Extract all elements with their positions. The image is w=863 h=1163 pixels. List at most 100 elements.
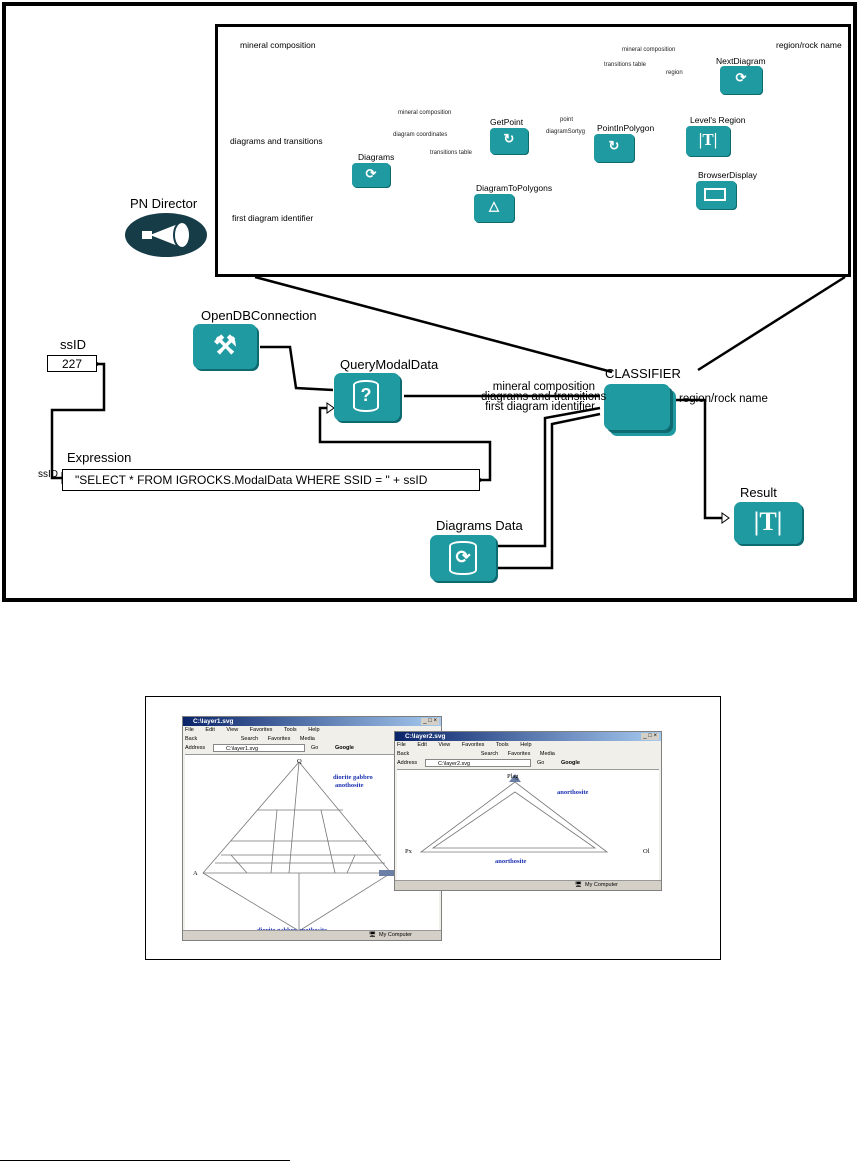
menu-favorites[interactable]: Favorites (461, 742, 485, 748)
browser-window-icon (704, 188, 726, 201)
window-controls[interactable]: _ □ × (641, 733, 659, 740)
text-display-icon: |T| (698, 130, 718, 149)
browser-screenshots-figure (145, 696, 721, 960)
database-refresh-icon: ⟳ (449, 541, 477, 575)
google-toolbar[interactable]: Google (561, 760, 580, 766)
result-label-bottom: anorthosite (495, 858, 527, 865)
inset-actor-label-diagrams: Diagrams (358, 152, 395, 162)
favorites-button[interactable]: Favorites (507, 751, 531, 757)
result-label-top: diorite gabbro (333, 774, 373, 781)
media-button[interactable]: Media (539, 751, 555, 757)
wire-label-mineral-composition-2: mineral composition (622, 47, 676, 53)
menu-tools[interactable]: Tools (283, 727, 297, 733)
svg-viewport (397, 769, 659, 882)
inset-actor-pointinpolygon[interactable]: ↻ (594, 134, 634, 162)
vertex-ol-label: Ol (643, 848, 650, 855)
wrench-database-icon: ⚒ (213, 330, 237, 360)
back-button[interactable]: Back (397, 751, 410, 757)
toolbar: Back Search Favorites Media (185, 736, 315, 742)
inset-actor-label-pointinpolygon: PointInPolygon (597, 123, 655, 133)
actor-classifier[interactable] (604, 384, 670, 430)
callout-line-left (254, 275, 613, 374)
inset-actor-diagrams[interactable]: ⟳ (352, 163, 390, 187)
inset-input-label-2: diagrams and transitions (230, 136, 323, 146)
actor-opendbconnection[interactable]: ⚒ (193, 324, 257, 369)
menu-tools[interactable]: Tools (495, 742, 509, 748)
actor-diagrams-data[interactable]: ⟳ (430, 535, 496, 581)
wire-opendb-query (260, 345, 334, 392)
menu-view[interactable]: View (438, 742, 451, 748)
address-label: Address (397, 760, 418, 766)
actor-label-result: Result (740, 485, 777, 500)
database-icon: ⟳ (365, 166, 377, 181)
search-button[interactable]: Search (240, 736, 259, 742)
refresh-icon: ↻ (608, 138, 620, 153)
browser-window-layer2[interactable]: C:\layer2.svg _ □ × File Edit View Favor… (394, 731, 662, 891)
inset-actor-diagramtopolygons[interactable]: △ (474, 194, 514, 222)
inset-actor-label-nextdiagram: NextDiagram (716, 56, 766, 66)
wire-label-point: point (560, 117, 574, 123)
menu-favorites[interactable]: Favorites (249, 727, 273, 733)
address-input[interactable]: C:\layer2.svg (425, 759, 531, 767)
actor-querymodaldata[interactable]: ? (334, 373, 400, 421)
back-button[interactable]: Back (185, 736, 198, 742)
actor-result[interactable]: |T| (734, 502, 802, 544)
inset-input-label-3: first diagram identifier (232, 213, 314, 223)
status-zone: My Computer (379, 932, 413, 938)
inset-actor-levels-region[interactable]: |T| (686, 126, 730, 156)
wire-diagramsdata-classifier-2 (498, 412, 601, 570)
refresh-icon: ↻ (503, 131, 515, 146)
media-button[interactable]: Media (299, 736, 315, 742)
status-zone: My Computer (585, 882, 619, 888)
window-controls[interactable]: _ □ × (421, 718, 439, 725)
actor-label-classifier: CLASSIFIER (605, 366, 681, 381)
plag-px-ol-diagram (419, 774, 609, 853)
expression-label: Expression (67, 450, 132, 465)
vertex-px-label: Px (405, 848, 412, 855)
pn-director-icon[interactable] (124, 212, 208, 258)
highlighted-region-marker (379, 870, 391, 876)
inset-actor-label-diagramtopolygons: DiagramToPolygons (476, 183, 553, 193)
wire-label-transitions-table-2: transitions table (604, 62, 647, 68)
menu-bar: File Edit View Favorites Tools Help (397, 742, 542, 748)
expression-box[interactable]: "SELECT * FROM IGROCKS.ModalData WHERE S… (62, 469, 480, 491)
result-label-top-2: anothosite (335, 782, 364, 789)
classifier-port-diagrams-transitions: diagrams and transitions (481, 391, 607, 403)
menu-file[interactable]: File (185, 727, 194, 733)
menu-file[interactable]: File (397, 742, 406, 748)
inset-actor-nextdiagram[interactable]: ⟳ (720, 66, 762, 94)
classifier-port-mineral-composition: mineral composition (492, 381, 595, 393)
menu-help[interactable]: Help (520, 742, 532, 748)
inset-output-label: region/rock name (776, 40, 842, 50)
menu-edit[interactable]: Edit (205, 727, 215, 733)
ssid-constant[interactable]: 227 (47, 355, 97, 372)
wire-label-diagram-coordinates: diagram coordinates (393, 132, 448, 138)
footnote-separator (0, 1160, 290, 1161)
google-toolbar[interactable]: Google (335, 745, 354, 751)
ssid-label: ssID (60, 337, 86, 352)
search-button[interactable]: Search (480, 751, 499, 757)
go-button[interactable]: Go (311, 745, 319, 751)
menu-edit[interactable]: Edit (417, 742, 427, 748)
inset-actor-browserdisplay[interactable] (696, 181, 736, 209)
inset-actor-label-getpoint: GetPoint (490, 117, 524, 127)
wire-diagramsdata-classifier-1 (498, 406, 601, 548)
menu-view[interactable]: View (226, 727, 239, 733)
classifier-port-labels: mineral composition diagrams and transit… (481, 381, 607, 413)
address-input[interactable]: C:\layer1.svg (213, 744, 305, 752)
window-titlebar: C:\layer1.svg _ □ × (183, 717, 441, 726)
window-title: C:\layer2.svg (405, 733, 446, 740)
ssid-value: 227 (62, 357, 83, 371)
menu-bar: File Edit View Favorites Tools Help (185, 727, 330, 733)
favorites-button[interactable]: Favorites (267, 736, 291, 742)
result-label-right: anorthosite (557, 789, 589, 796)
wire-label-transitions-table: transitions table (430, 150, 473, 156)
actor-label-diagrams-data: Diagrams Data (436, 518, 523, 533)
menu-help[interactable]: Help (308, 727, 320, 733)
window-titlebar: C:\layer2.svg _ □ × (395, 732, 661, 741)
database-icon: ⟳ (735, 70, 747, 85)
go-button[interactable]: Go (537, 760, 545, 766)
actor-label-opendbconnection: OpenDBConnection (201, 308, 317, 323)
toolbar: Back Search Favorites Media (397, 751, 555, 757)
inset-actor-getpoint[interactable]: ↻ (490, 128, 528, 154)
